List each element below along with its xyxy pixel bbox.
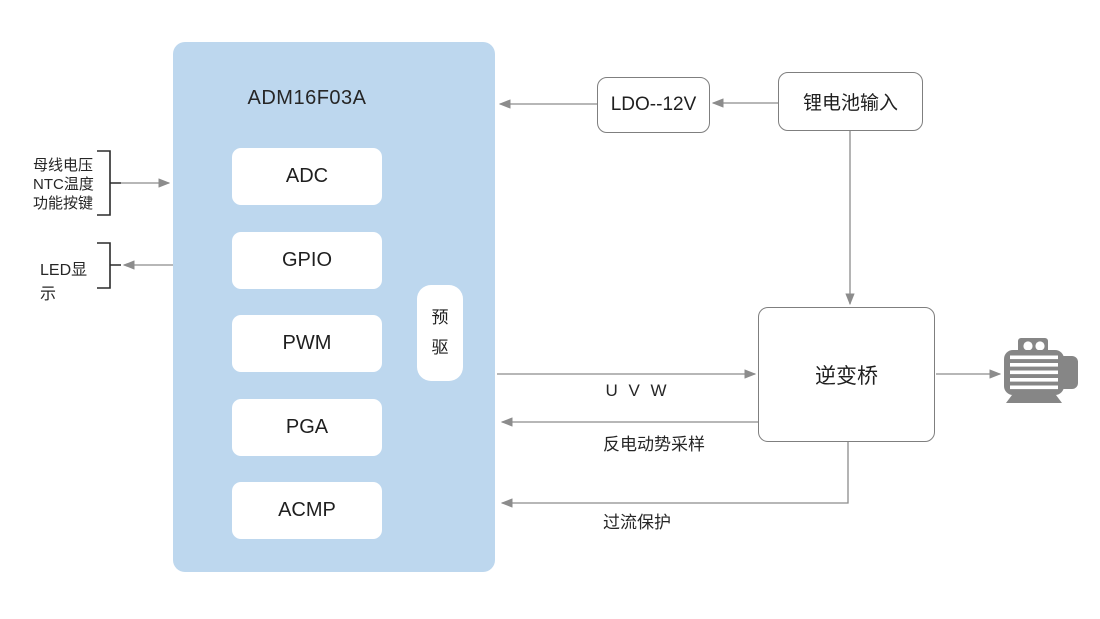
ldo-box: LDO--12V <box>597 77 710 133</box>
motor-icon <box>1004 338 1078 403</box>
module-pwm: PWM <box>232 315 382 372</box>
inverter-box: 逆变桥 <box>758 307 935 442</box>
input-label-bus-voltage: 母线电压 <box>33 157 94 174</box>
bracket-inputs <box>97 150 121 216</box>
battery-box: 锂电池输入 <box>778 72 923 131</box>
module-predriver: 预驱 <box>417 285 463 381</box>
uvw-label: U V W <box>605 381 670 400</box>
input-label-ntc-temp: NTC温度 <box>33 176 94 193</box>
predriver-label: 预驱 <box>431 308 449 357</box>
overcurrent-label: 过流保护 <box>603 513 671 532</box>
module-adc: ADC <box>232 148 382 205</box>
input-label-function-keys: 功能按键 <box>33 195 94 212</box>
arrow-overcurrent <box>500 442 849 508</box>
bracket-led <box>97 242 121 289</box>
input-labels: 母线电压 NTC温度 功能按键 <box>33 156 103 213</box>
chip-title: ADM16F03A <box>247 87 367 109</box>
module-acmp: ACMP <box>232 482 382 539</box>
back-emf-label: 反电动势采样 <box>603 435 705 454</box>
led-display-label: LED显示 <box>40 262 88 303</box>
module-pga: PGA <box>232 399 382 456</box>
module-gpio: GPIO <box>232 232 382 289</box>
